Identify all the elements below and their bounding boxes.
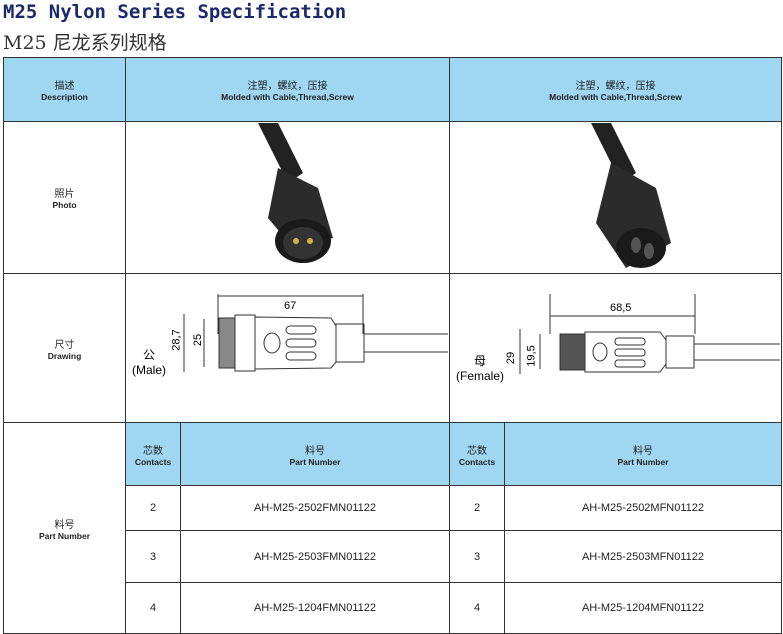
female-en: (Female)	[456, 369, 505, 383]
female-photo	[449, 121, 782, 274]
label-en: Molded with Cable,Thread,Screw	[221, 92, 354, 102]
label-en: Part Number	[289, 456, 341, 467]
male-en: (Male)	[132, 363, 167, 377]
contacts-cell: 4	[125, 582, 181, 634]
label-en: Drawing	[47, 350, 82, 361]
label-cn: 料号	[305, 445, 325, 457]
contacts-cell: 2	[449, 485, 505, 531]
female-drawing: 母 (Female) 68,5 29 19,5	[449, 273, 782, 423]
female-length-dim: 68,5	[610, 302, 632, 314]
female-outer-dim: 29	[505, 351, 518, 365]
female-label: 母 (Female)	[456, 352, 504, 383]
label-cn: 描述	[54, 81, 75, 92]
male-label: 公 (Male)	[132, 346, 166, 377]
label-cn: 料号	[633, 445, 653, 457]
male-part-number: AH-M25-2502FMN01122	[180, 485, 450, 531]
label-cn: 芯数	[143, 445, 163, 457]
header-male: 注塑，螺纹，压接 Molded with Cable,Thread,Screw	[125, 57, 450, 122]
label-cn: 尺寸	[54, 339, 75, 351]
contacts-cell: 2	[125, 485, 181, 531]
male-outer-dim: 28,7	[170, 329, 183, 351]
label-cn: 照片	[54, 189, 75, 200]
label-en: Description	[41, 92, 88, 102]
male-part-number: AH-M25-1204FMN01122	[180, 582, 450, 634]
drawing-label: 尺寸 Drawing	[3, 273, 126, 423]
page-subtitle: M25 尼龙系列规格	[3, 32, 167, 54]
contacts-cell: 4	[449, 582, 505, 634]
label-en: Contacts	[458, 456, 496, 467]
female-part-number: AH-M25-1204MFN01122	[504, 582, 782, 634]
header-description: 描述 Description	[3, 57, 126, 122]
label-cn: 注塑，螺纹，压接	[247, 81, 328, 92]
female-dimension-drawing	[519, 294, 780, 374]
label-en: Part Number	[617, 456, 669, 467]
male-dimension-drawing	[183, 294, 448, 372]
label-en: Photo	[52, 200, 77, 210]
male-length-dim: 67	[284, 300, 297, 312]
photo-label: 照片 Photo	[3, 121, 126, 274]
label-cn: 注塑，螺纹，压接	[575, 81, 656, 92]
contacts-cell: 3	[449, 530, 505, 583]
label-cn: 料号	[54, 519, 75, 531]
contacts-cell: 3	[125, 530, 181, 583]
female-connector-image	[590, 122, 671, 268]
male-part-number: AH-M25-2503FMN01122	[180, 530, 450, 583]
male-inner-dim: 25	[192, 333, 205, 347]
male-drawing: 公 (Male) 67 28,7 25	[125, 273, 450, 423]
male-connector-image	[257, 122, 333, 263]
label-en: Molded with Cable,Thread,Screw	[549, 92, 682, 102]
female-part-number: AH-M25-2503MFN01122	[504, 530, 782, 583]
female-part-number: AH-M25-2502MFN01122	[504, 485, 782, 531]
label-cn: 芯数	[467, 445, 487, 457]
male-photo	[125, 121, 450, 274]
page-title: M25 Nylon Series Specification	[3, 1, 347, 23]
female-cn: 母	[474, 354, 487, 368]
part-number-label: 料号 Part Number	[3, 422, 126, 634]
female-inner-dim: 19,5	[525, 345, 538, 367]
male-cn: 公	[143, 348, 156, 362]
label-en: Contacts	[134, 456, 172, 467]
header-female: 注塑，螺纹，压接 Molded with Cable,Thread,Screw	[449, 57, 782, 122]
label-en: Part Number	[38, 530, 90, 541]
